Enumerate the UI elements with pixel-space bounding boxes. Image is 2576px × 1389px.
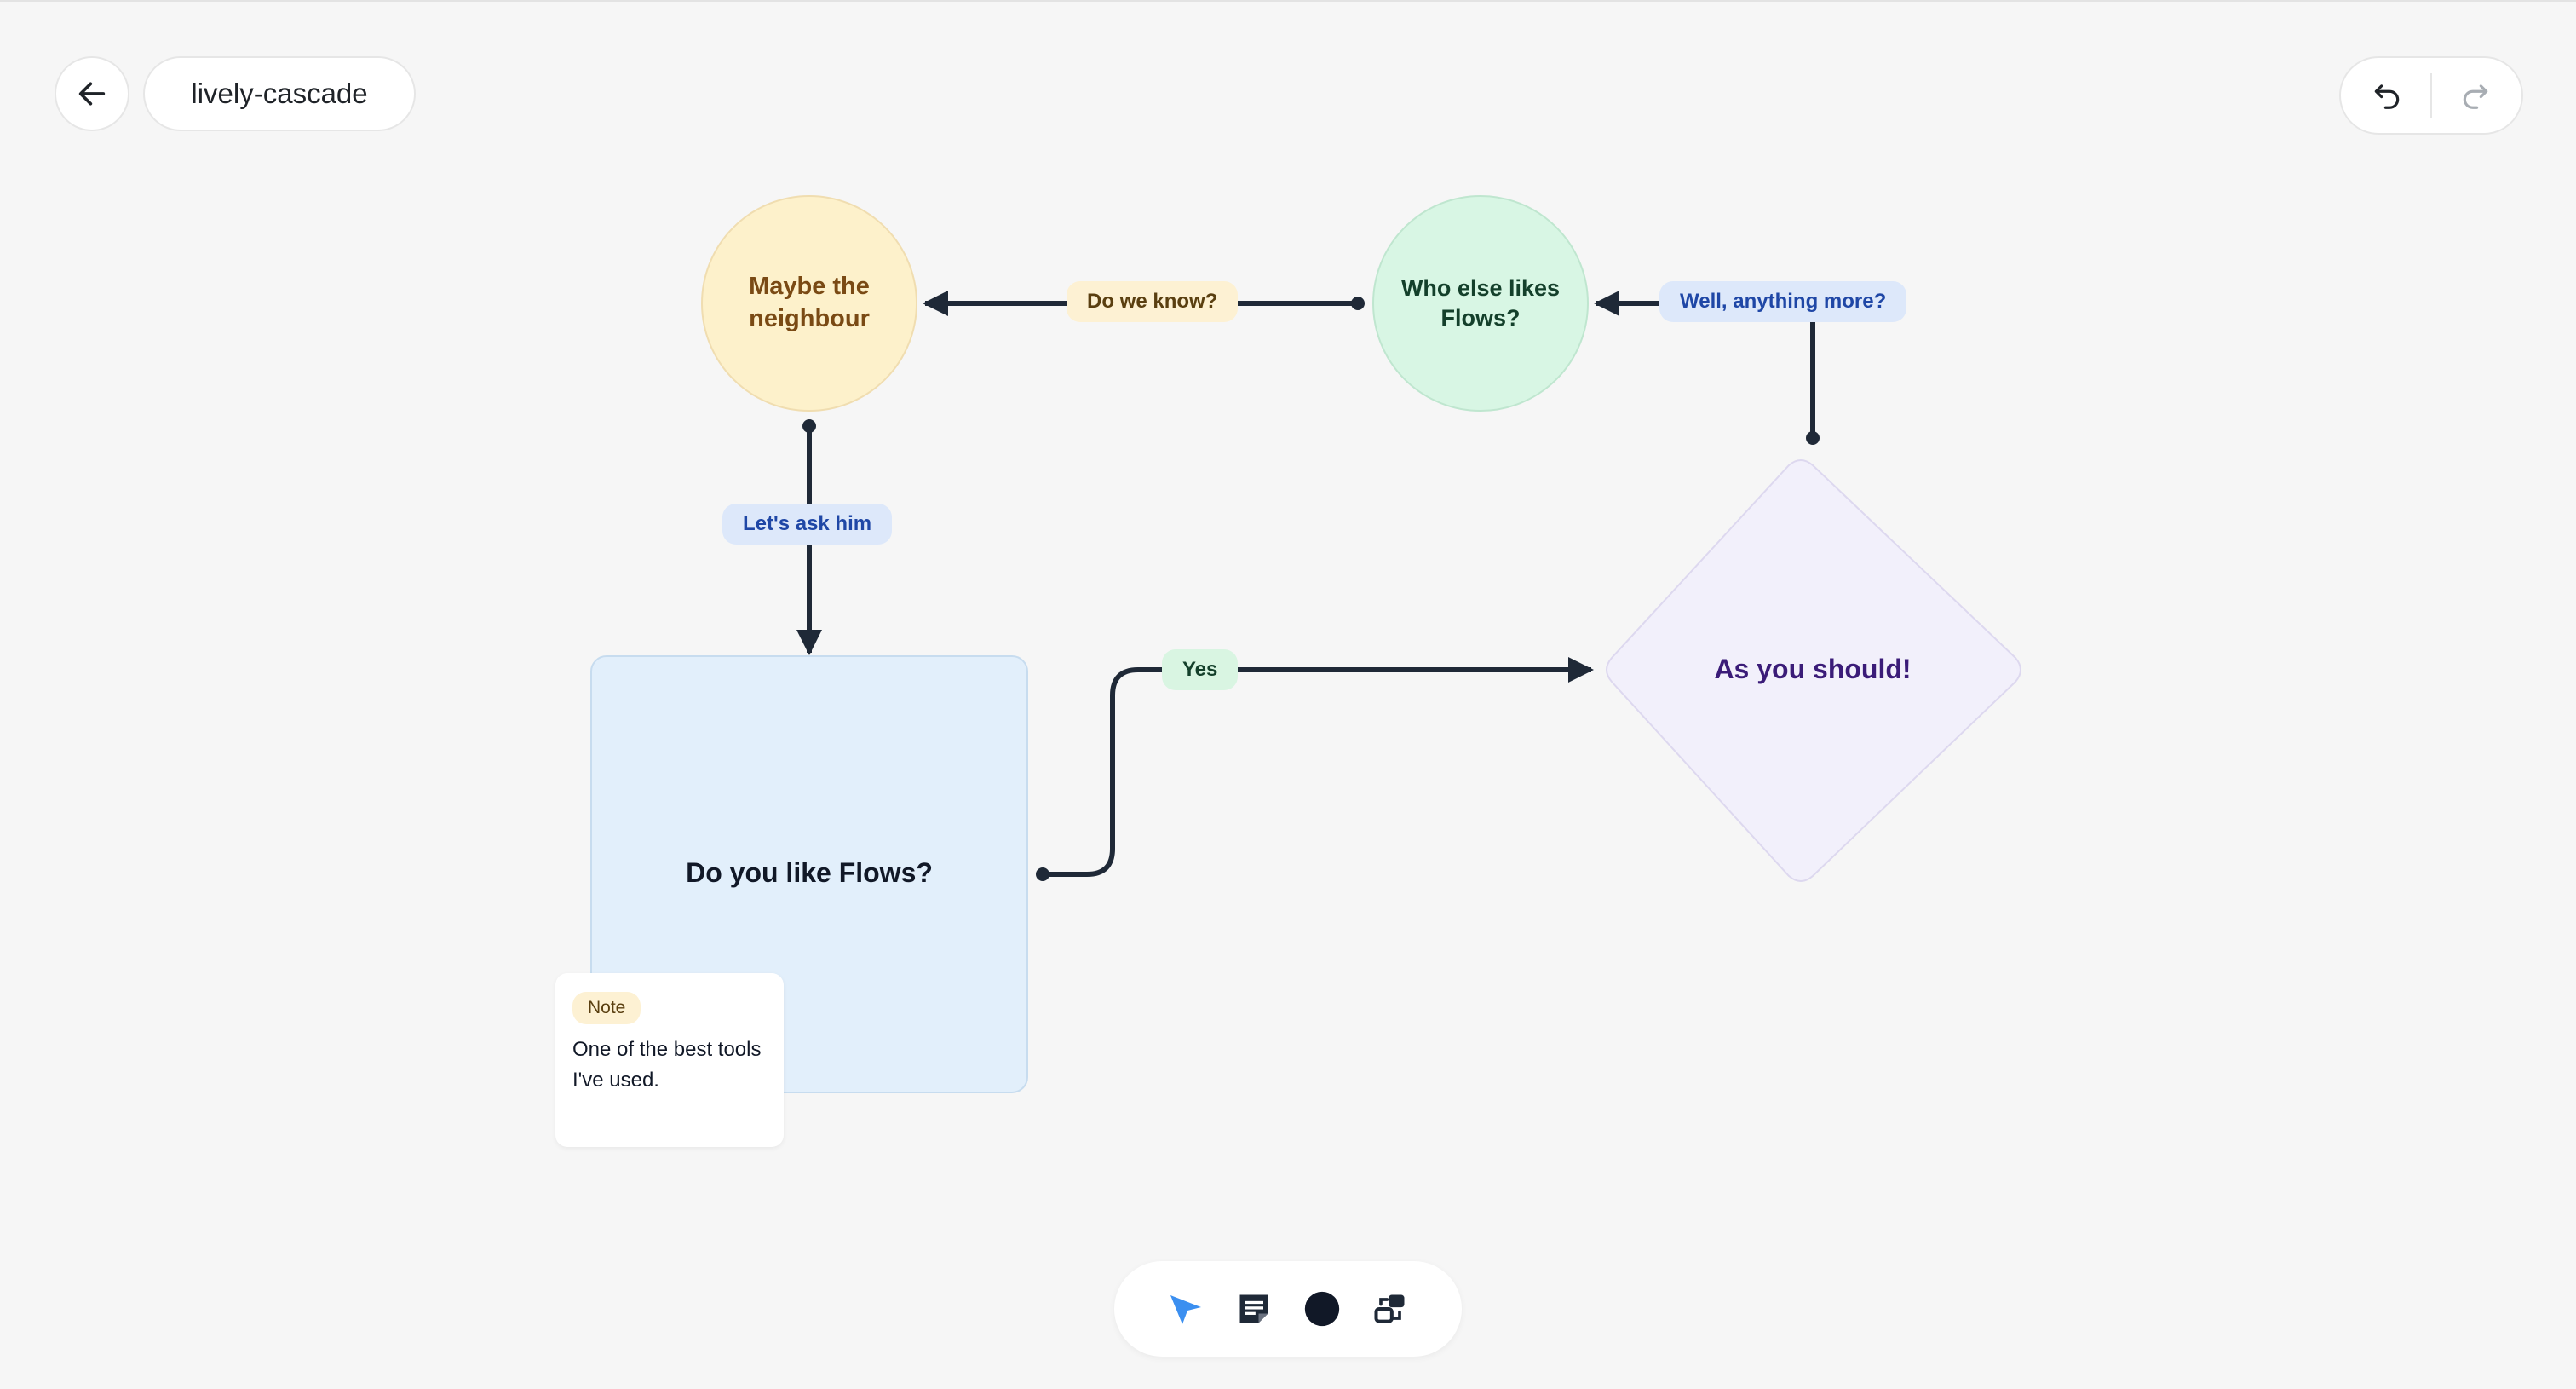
note-tag: Note — [572, 992, 641, 1024]
edge-label-do-we-know[interactable]: Do we know? — [1067, 281, 1239, 322]
history-separator — [2430, 73, 2432, 118]
connector-icon — [1374, 1294, 1405, 1323]
edge-lets-ask-handle[interactable] — [802, 419, 816, 433]
arrow-left-icon — [78, 82, 106, 106]
node-who-else-shape[interactable] — [1372, 195, 1589, 412]
edge-yes-handle[interactable] — [1036, 867, 1049, 881]
history-controls — [2339, 56, 2523, 135]
node-diamond-label: As you should! — [1714, 654, 1912, 685]
shape-tool-button[interactable] — [1295, 1282, 1349, 1336]
redo-button[interactable] — [2433, 60, 2518, 131]
note-text: One of the best tools I've used. — [572, 1038, 762, 1092]
node-diamond-shape[interactable] — [1606, 459, 2021, 882]
node-neighbour-shape[interactable] — [701, 195, 917, 412]
edge-well-anything-handle[interactable] — [1806, 431, 1820, 445]
edge-well-anything[interactable] — [1594, 291, 1815, 438]
edge-yes[interactable] — [1043, 657, 1594, 877]
note-icon — [1239, 1294, 1268, 1323]
undo-button[interactable] — [2344, 60, 2429, 131]
redo-icon — [2463, 84, 2488, 109]
edge-label-lets-ask[interactable]: Let's ask him — [722, 504, 893, 545]
circle-shape-icon — [1304, 1291, 1340, 1327]
pointer-icon — [1170, 1295, 1201, 1324]
edge-label-well-anything[interactable]: Well, anything more? — [1659, 281, 1907, 322]
select-tool-button[interactable] — [1159, 1282, 1213, 1336]
connector-tool-button[interactable] — [1363, 1282, 1417, 1336]
note-tool-button[interactable] — [1227, 1282, 1281, 1336]
top-border — [0, 0, 2576, 2]
back-button[interactable] — [55, 56, 129, 131]
undo-icon — [2374, 84, 2400, 109]
sticky-note[interactable]: Note One of the best tools I've used. — [555, 973, 784, 1147]
flow-title[interactable]: lively-cascade — [143, 56, 416, 131]
edge-do-we-know-handle[interactable] — [1351, 297, 1365, 310]
bottom-toolbar — [1114, 1261, 1462, 1357]
node-neighbour-label: Maybe the neighbour — [749, 273, 870, 332]
edge-label-yes[interactable]: Yes — [1162, 649, 1239, 690]
node-like-flows-label: Do you like Flows? — [686, 857, 933, 889]
node-who-else-label: Who else likes Flows? — [1400, 274, 1561, 331]
